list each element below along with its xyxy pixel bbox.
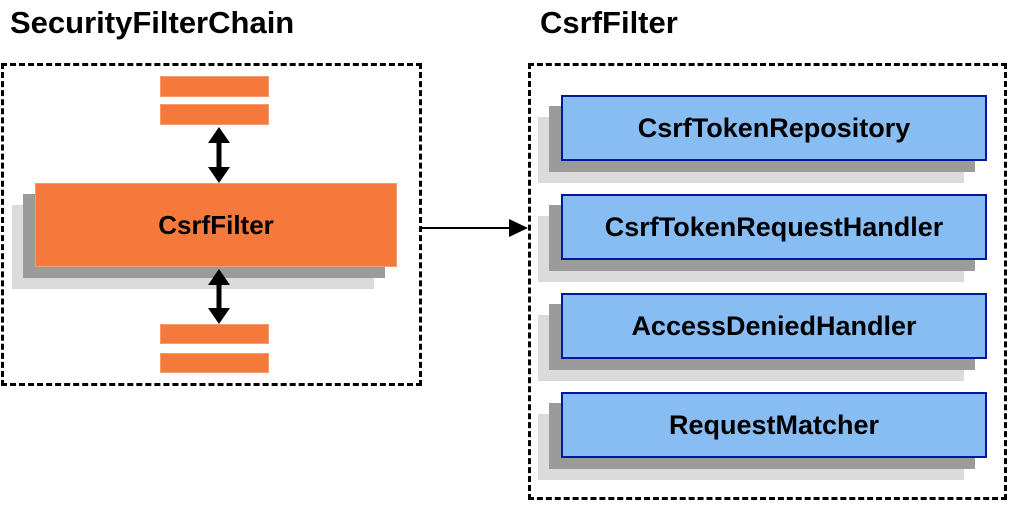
component-box-csrf-token-request-handler: CsrfTokenRequestHandler (561, 194, 987, 260)
arrowhead-down-icon (208, 308, 230, 324)
flow-arrow-icon (422, 213, 528, 242)
arrow-shaft (422, 226, 513, 229)
component-box-access-denied-handler: AccessDeniedHandler (561, 293, 987, 359)
component-box-request-matcher: RequestMatcher (561, 392, 987, 458)
filter-chain-bar-1 (160, 76, 269, 97)
component-box-csrf-token-repository: CsrfTokenRepository (561, 95, 987, 161)
arrowhead-right-icon (509, 218, 528, 237)
security-filter-chain-container: CsrfFilter (1, 63, 422, 386)
arrow-shaft (216, 140, 222, 170)
security-filter-chain-title: SecurityFilterChain (10, 5, 295, 40)
filter-chain-bar-4 (160, 353, 269, 373)
arrowhead-up-icon (208, 127, 230, 143)
arrowhead-up-icon (208, 269, 230, 285)
filter-chain-bar-2 (160, 104, 269, 125)
csrf-filter-node: CsrfFilter (35, 183, 397, 267)
csrf-filter-title: CsrfFilter (540, 5, 678, 40)
bidirectional-arrow-bottom-icon (208, 269, 230, 324)
csrf-filter-container: CsrfTokenRepository CsrfTokenRequestHand… (528, 63, 1007, 500)
filter-chain-bar-3 (160, 324, 269, 344)
arrow-shaft (216, 282, 222, 311)
arrowhead-down-icon (208, 167, 230, 183)
bidirectional-arrow-top-icon (208, 127, 230, 183)
